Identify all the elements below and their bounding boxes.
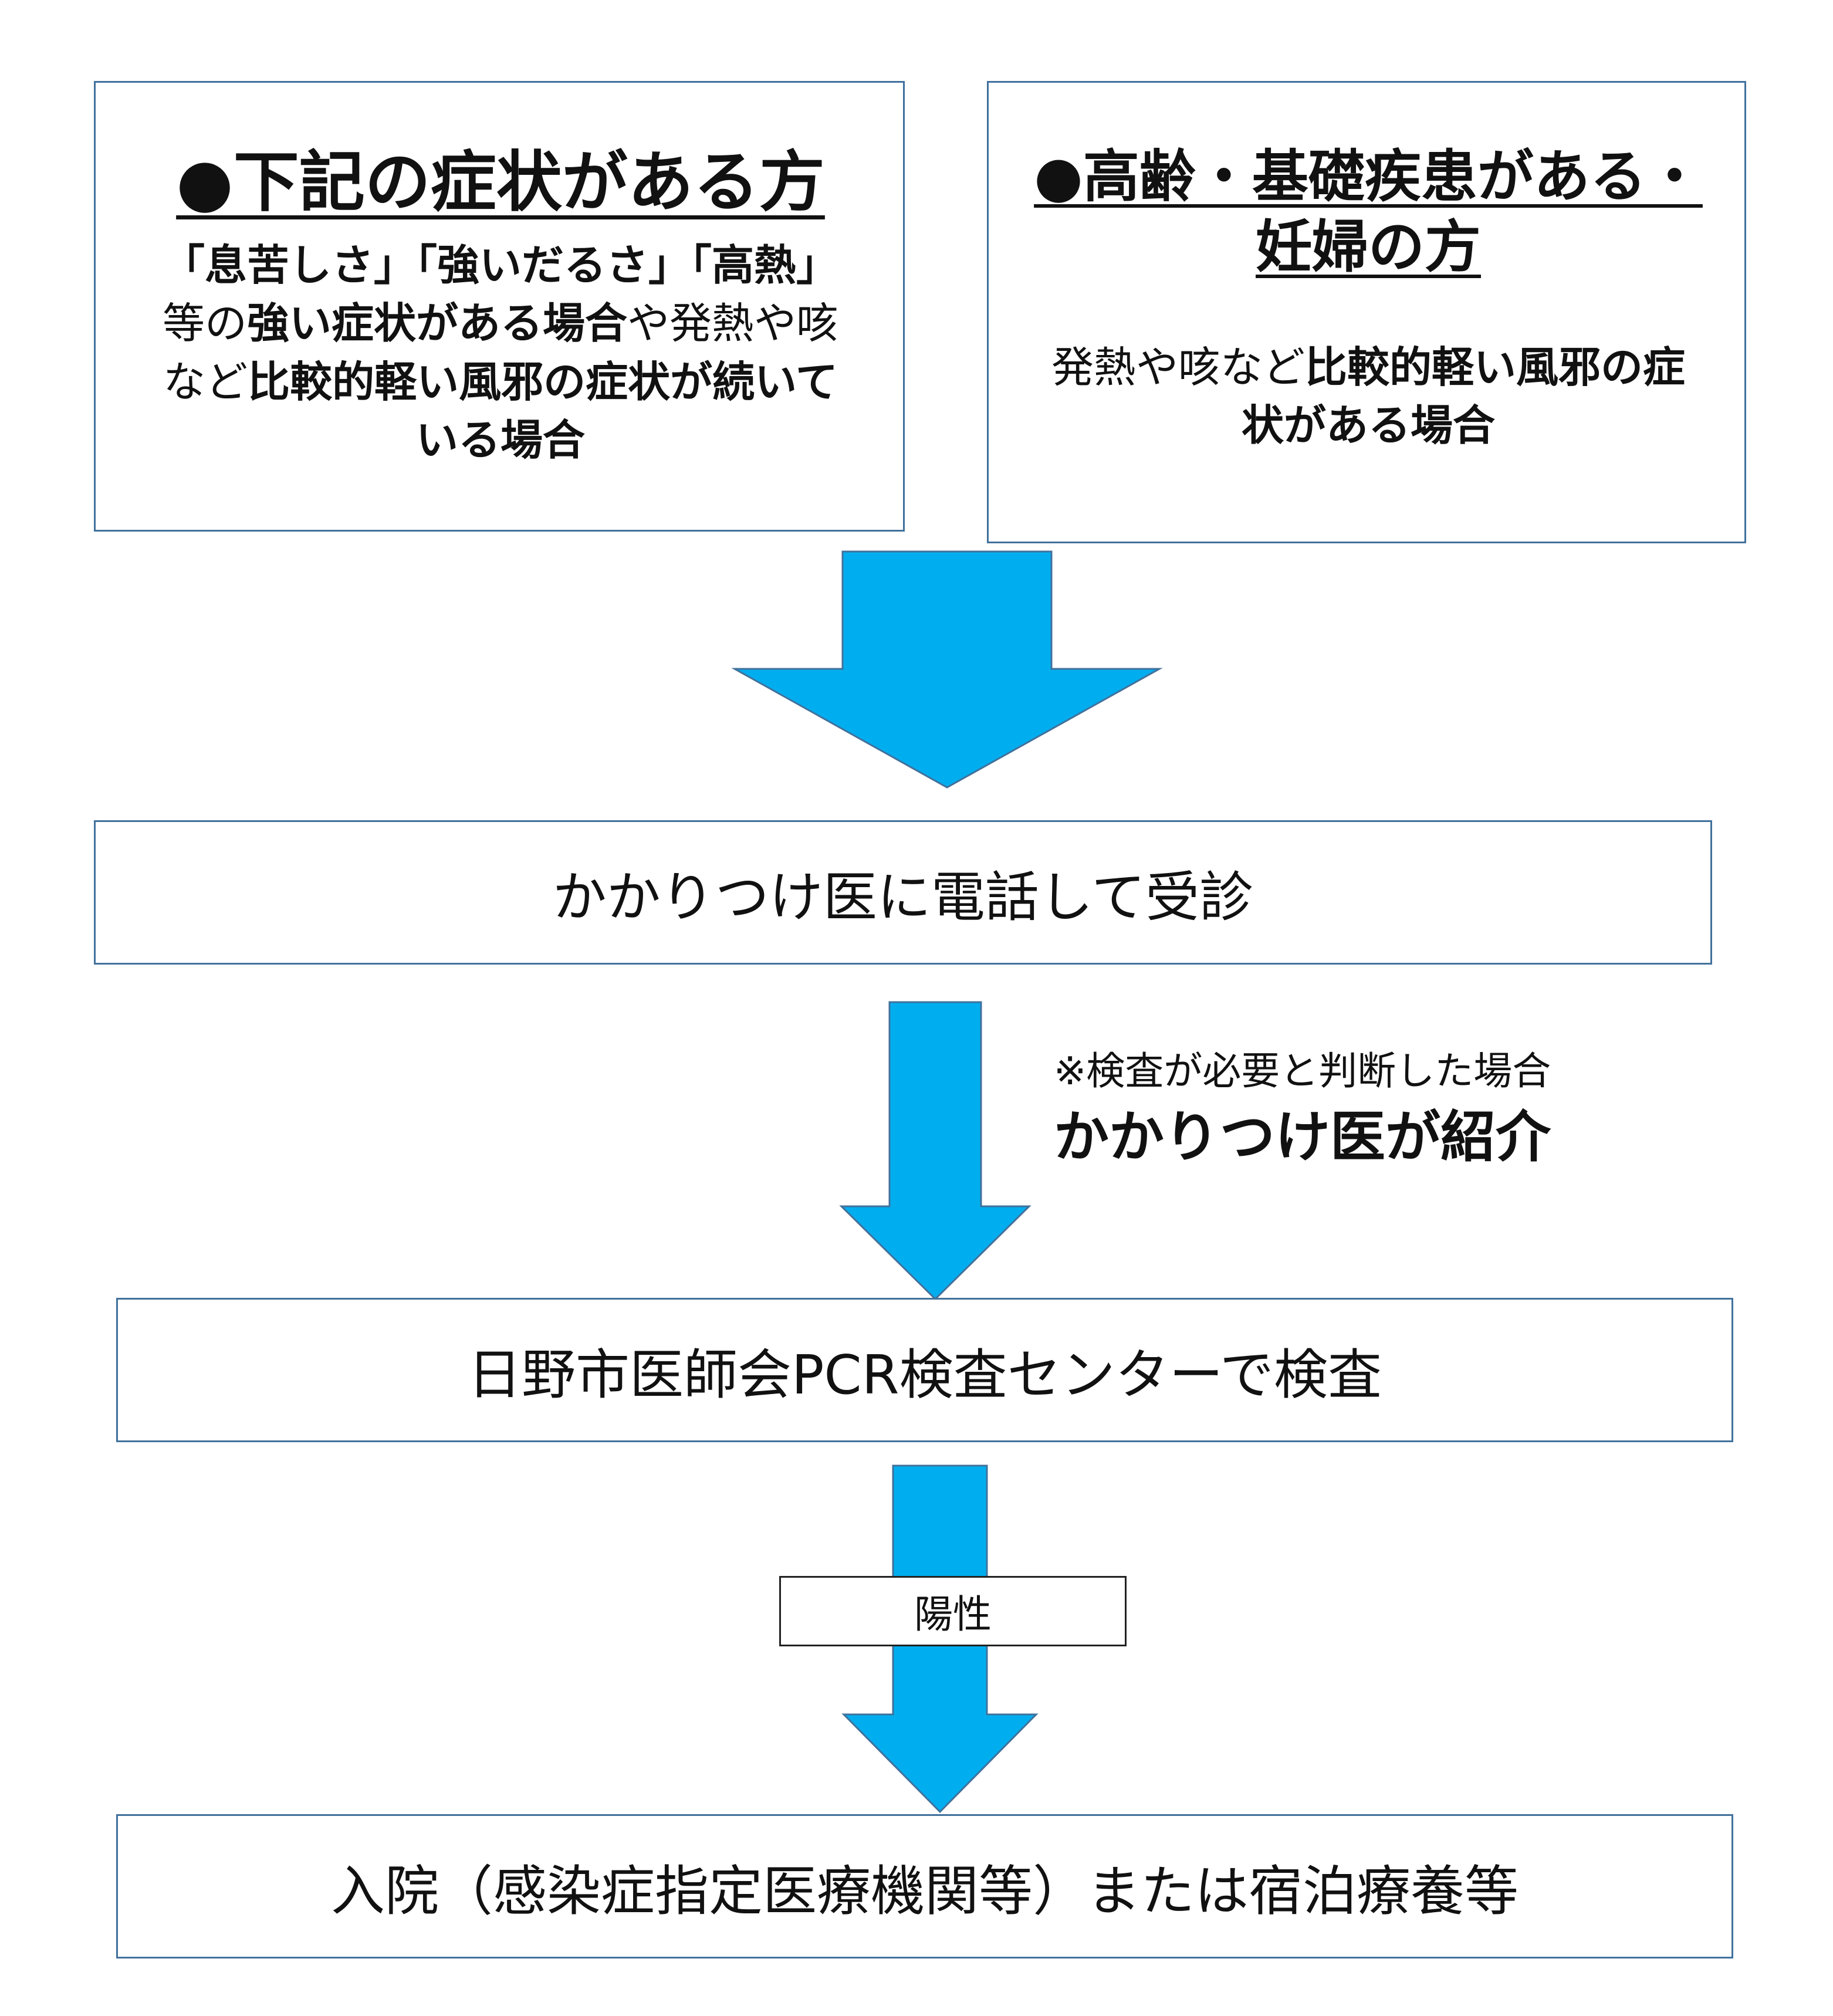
mild-symptoms-text: 比較的軽い風邪の症状が続いている場合	[248, 357, 838, 465]
etc-text: 等の	[162, 299, 247, 349]
criteria-box-symptoms: ●下記の症状がある方 「息苦しさ」「強いだるさ」「高熱」等の強い症状がある場合や…	[94, 81, 905, 532]
step-visit-family-doctor-text: かかりつけ医に電話して受診	[552, 865, 1254, 929]
step-hospitalization: 入院（感染症指定医療機関等）または宿泊療養等	[116, 1814, 1733, 1959]
step-hospitalization-text: 入院（感染症指定医療機関等）または宿泊療養等	[330, 1859, 1519, 1923]
fever-cough-text: 発熱や咳など	[163, 299, 839, 407]
criteria-heading-symptoms: ●下記の症状がある方	[176, 144, 825, 221]
severe-symptoms-text: 強い症状がある場合	[246, 299, 627, 349]
criteria-body-symptoms: 「息苦しさ」「強いだるさ」「高熱」等の強い症状がある場合や発熱や咳など比較的軽い…	[148, 236, 853, 469]
heading-line-elderly: ●高齢・基礎疾患がある・	[1034, 144, 1703, 209]
step-pcr-test-center: 日野市医師会PCR検査センターで検査	[116, 1298, 1733, 1442]
heading-line-pregnant: 妊婦の方	[1256, 214, 1481, 280]
fever-cough-text: 発熱や咳など	[1051, 343, 1305, 392]
referral-condition-note: ※検査が必要と判断した場合	[1054, 1048, 1551, 1094]
referral-action-note: かかりつけ医が紹介	[1054, 1105, 1551, 1169]
step-visit-family-doctor: かかりつけ医に電話して受診	[94, 820, 1712, 965]
step-pcr-test-center-text: 日野市医師会PCR検査センターで検査	[467, 1343, 1382, 1406]
or-text: や	[627, 299, 670, 349]
criteria-body-high-risk: 発熱や咳など比較的軽い風邪の症状がある場合	[1006, 339, 1730, 455]
mild-symptoms-text: 比較的軽い風邪の症状がある場合	[1241, 343, 1686, 451]
symptom-examples-text: 「息苦しさ」「強いだるさ」「高熱」	[162, 241, 838, 290]
positive-result-text: 陽性	[914, 1592, 992, 1637]
criteria-box-high-risk: ●高齢・基礎疾患がある・ 妊婦の方 発熱や咳など比較的軽い風邪の症状がある場合	[987, 81, 1746, 543]
criteria-heading-high-risk: ●高齢・基礎疾患がある・ 妊婦の方	[1006, 141, 1730, 282]
positive-result-label: 陽性	[779, 1576, 1127, 1646]
